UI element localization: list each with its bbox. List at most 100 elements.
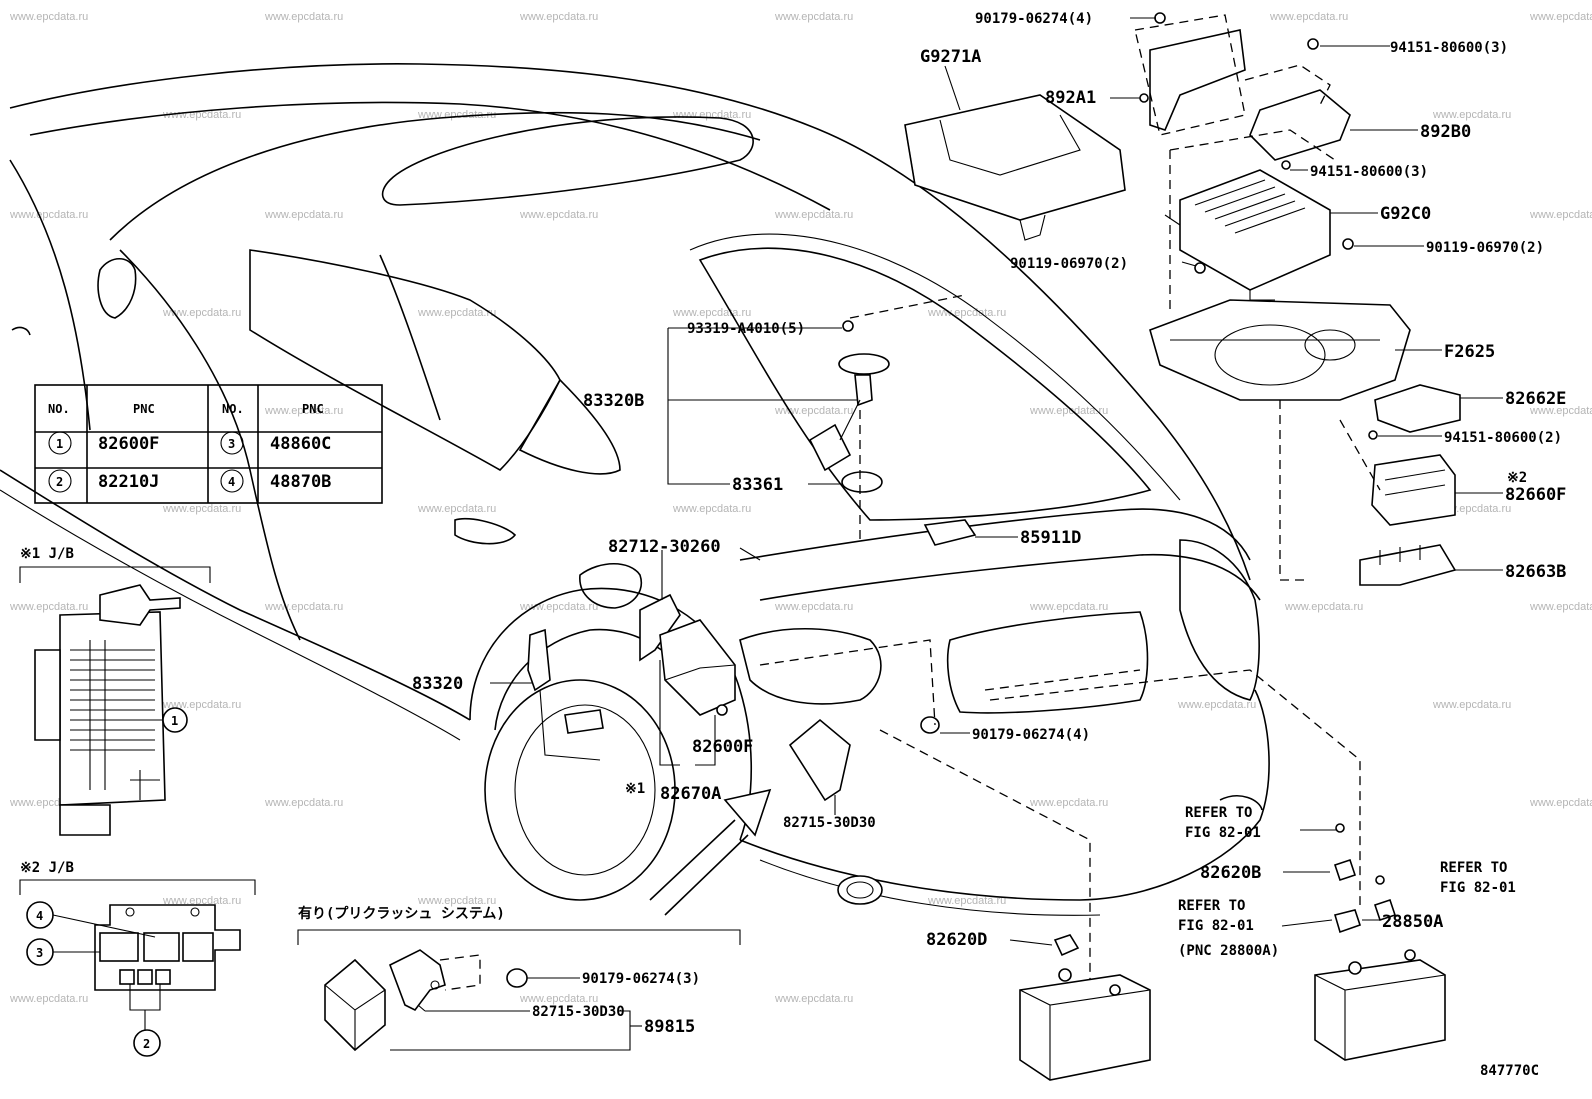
watermark: www.epcdata.ru: [519, 209, 598, 221]
watermark: www.epcdata.ru: [264, 601, 343, 613]
refer-2-line-1: REFER TO: [1440, 860, 1507, 876]
watermark: www.epcdata.ru: [1529, 11, 1592, 23]
note-2-mark: ※2: [1507, 470, 1527, 486]
watermark: www.epcdata.ru: [162, 503, 241, 515]
label-94151-b: 94151-80600(3): [1310, 164, 1428, 180]
table-row-1-pnc-right: 48860C: [270, 434, 331, 454]
callout-1: 1: [171, 714, 178, 728]
watermark: www.epcdata.ru: [1529, 405, 1592, 417]
watermark: www.epcdata.ru: [162, 109, 241, 121]
label-90179-mid: 90179-06274(4): [972, 727, 1090, 743]
figure-id: 847770C: [1480, 1063, 1539, 1079]
pre-crash-title: 有り(プリクラッシュ システム): [298, 905, 505, 922]
refer-1-line-2: FIG 82-01: [1185, 825, 1261, 841]
watermark: www.epcdata.ru: [9, 601, 88, 613]
watermark: www.epcdata.ru: [927, 307, 1006, 319]
table-header-pnc-left: PNC: [133, 402, 155, 416]
watermark: www.epcdata.ru: [774, 405, 853, 417]
label-g92c0: G92C0: [1380, 204, 1431, 224]
label-83320: 83320: [412, 674, 463, 694]
table-header-no-left: NO.: [48, 402, 70, 416]
watermark: www.epcdata.ru: [162, 307, 241, 319]
label-82715-b: 82715-30D30: [532, 1004, 625, 1020]
label-82620d: 82620D: [926, 930, 987, 950]
label-82660f: 82660F: [1505, 485, 1566, 505]
label-892a1: 892A1: [1045, 88, 1096, 108]
label-g9271a: G9271A: [920, 47, 981, 67]
refer-2-line-2: FIG 82-01: [1440, 880, 1516, 896]
table-header-pnc-right: PNC: [302, 402, 324, 416]
watermark: www.epcdata.ru: [1529, 797, 1592, 809]
watermark: www.epcdata.ru: [519, 11, 598, 23]
label-94151-a: 94151-80600(3): [1390, 40, 1508, 56]
label-90119-left: 90119-06970(2): [1010, 256, 1128, 272]
watermarks: www.epcdata.ru www.epcdata.ru www.epcdat…: [9, 11, 1592, 1005]
watermark: www.epcdata.ru: [774, 11, 853, 23]
watermark: www.epcdata.ru: [519, 993, 598, 1005]
watermark: www.epcdata.ru: [1432, 109, 1511, 121]
refer-1-line-1: REFER TO: [1185, 805, 1252, 821]
label-94151-c: 94151-80600(2): [1444, 430, 1562, 446]
label-83320b: 83320B: [583, 391, 644, 411]
callout-4: 4: [36, 909, 43, 923]
inset-2-title: ※2 J/B: [20, 860, 74, 876]
table-row-2-pnc-left: 82210J: [98, 472, 159, 492]
label-82620b: 82620B: [1200, 863, 1261, 883]
callout-2: 2: [143, 1037, 150, 1051]
inset-jb-1: ※1 J/B 1: [19, 546, 211, 836]
watermark: www.epcdata.ru: [264, 209, 343, 221]
label-892b0: 892B0: [1420, 122, 1471, 142]
table-row-1-no-left: 1: [56, 437, 63, 451]
components-batteries: [1019, 823, 1446, 1081]
label-82663b: 82663B: [1505, 562, 1566, 582]
watermark: www.epcdata.ru: [1432, 699, 1511, 711]
callout-3: 3: [36, 946, 43, 960]
watermark: www.epcdata.ru: [417, 307, 496, 319]
watermark: www.epcdata.ru: [519, 601, 598, 613]
label-82712: 82712-30260: [608, 537, 721, 557]
label-82662e: 82662E: [1505, 389, 1566, 409]
note-1-mark: ※1: [625, 781, 645, 797]
watermark: www.epcdata.ru: [1029, 601, 1108, 613]
watermark: www.epcdata.ru: [774, 601, 853, 613]
label-93319: 93319-A4010(5): [687, 321, 805, 337]
pnc-table: NO. PNC NO. PNC 1 82600F 3 48860C 2 8221…: [34, 384, 383, 504]
refer-3-line-1: REFER TO: [1178, 898, 1245, 914]
table-row-1-pnc-left: 82600F: [98, 434, 159, 454]
watermark: www.epcdata.ru: [1177, 699, 1256, 711]
label-82600f: 82600F: [692, 737, 753, 757]
watermark: www.epcdata.ru: [774, 209, 853, 221]
watermark: www.epcdata.ru: [417, 895, 496, 907]
watermark: www.epcdata.ru: [162, 895, 241, 907]
label-90179-top: 90179-06274(4): [975, 11, 1093, 27]
label-85911d: 85911D: [1020, 528, 1081, 548]
label-f2625: F2625: [1444, 342, 1495, 362]
watermark: www.epcdata.ru: [1529, 601, 1592, 613]
components-upper-right: [904, 12, 1461, 586]
part-labels: 90179-06274(4) 94151-80600(3) G9271A 892…: [412, 11, 1566, 1079]
watermark: www.epcdata.ru: [264, 797, 343, 809]
watermark: www.epcdata.ru: [9, 993, 88, 1005]
watermark: www.epcdata.ru: [264, 11, 343, 23]
leader-lines: [490, 17, 1503, 946]
watermark: www.epcdata.ru: [1029, 797, 1108, 809]
components-center: [527, 294, 1361, 990]
watermark: www.epcdata.ru: [1029, 405, 1108, 417]
label-82715-a: 82715-30D30: [783, 815, 876, 831]
refer-3-line-2: FIG 82-01: [1178, 918, 1254, 934]
refer-3-line-3: (PNC 28800A): [1178, 943, 1279, 959]
watermark: www.epcdata.ru: [9, 11, 88, 23]
watermark: www.epcdata.ru: [417, 503, 496, 515]
table-row-2-pnc-right: 48870B: [270, 472, 331, 492]
label-90119-right: 90119-06970(2): [1426, 240, 1544, 256]
inset-pre-crash: 有り(プリクラッシュ システム) 90179-06274(3) 82715-30…: [297, 905, 741, 1052]
table-row-1-no-right: 3: [228, 437, 235, 451]
label-83361: 83361: [732, 475, 783, 495]
watermark: www.epcdata.ru: [672, 307, 751, 319]
inset-jb-2: ※2 J/B 4 3 2: [19, 860, 256, 1057]
table-header-no-right: NO.: [222, 402, 244, 416]
watermark: www.epcdata.ru: [672, 109, 751, 121]
watermark: www.epcdata.ru: [672, 503, 751, 515]
watermark: www.epcdata.ru: [774, 993, 853, 1005]
